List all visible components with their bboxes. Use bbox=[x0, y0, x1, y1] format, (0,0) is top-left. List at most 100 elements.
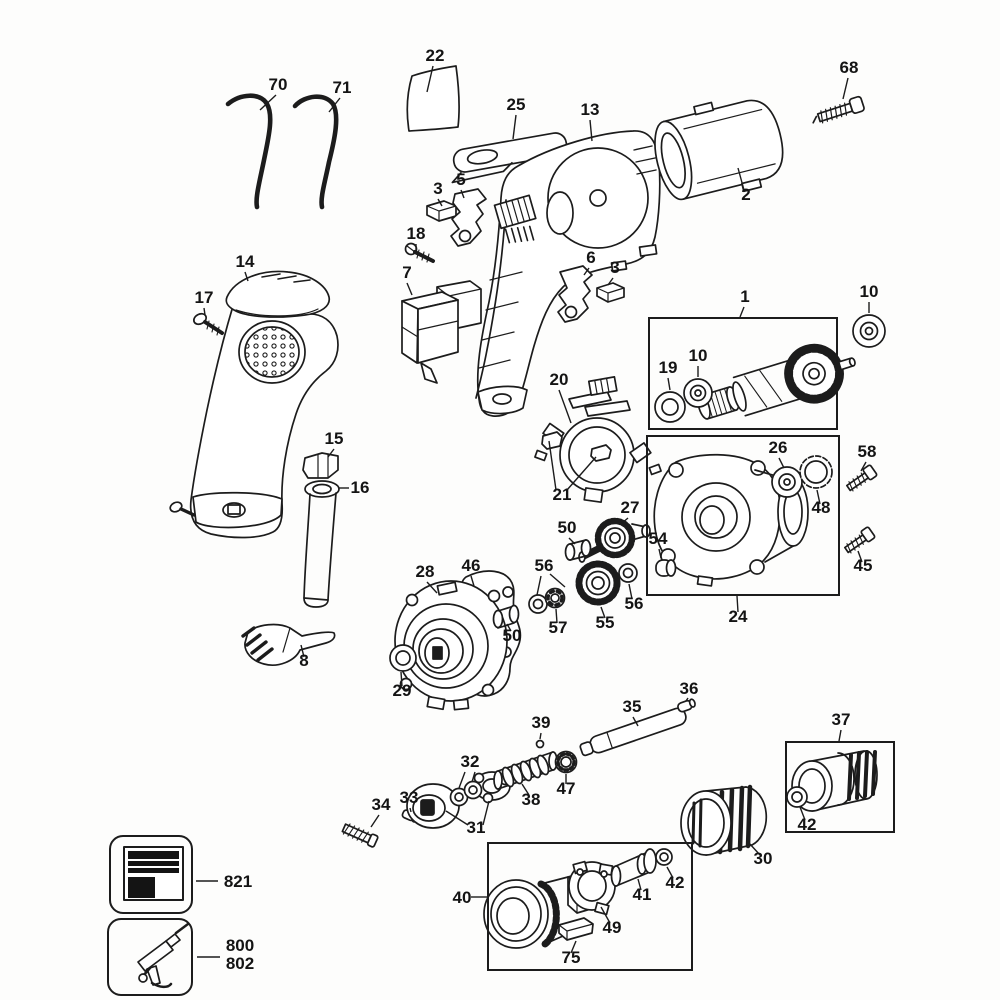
part-30-collar-figure bbox=[680, 784, 768, 856]
part-label-75: 75 bbox=[562, 948, 581, 967]
part-label-3: 3 bbox=[433, 179, 442, 198]
leader-line bbox=[667, 377, 671, 391]
part-label-58: 58 bbox=[858, 442, 877, 461]
part-label-68: 68 bbox=[840, 58, 859, 77]
part-70-wire-figure bbox=[225, 93, 273, 210]
leader-line bbox=[589, 119, 593, 142]
part-7-switch-figure bbox=[401, 280, 482, 384]
leader-line bbox=[607, 277, 614, 286]
part-32-orings-figure bbox=[449, 780, 483, 807]
leader-line bbox=[458, 771, 466, 789]
leader-line bbox=[685, 697, 689, 702]
part-label-35: 35 bbox=[623, 697, 642, 716]
part-label-7: 7 bbox=[402, 263, 411, 282]
leader-line bbox=[437, 198, 443, 207]
part-label-45: 45 bbox=[854, 556, 873, 575]
part-54-cap-figure bbox=[655, 559, 677, 577]
part-49-carrier-figure bbox=[568, 860, 616, 916]
part-label-41: 41 bbox=[633, 885, 652, 904]
leader-line bbox=[739, 306, 745, 318]
part-75-detent-figure bbox=[558, 917, 594, 941]
leader-line bbox=[426, 65, 434, 93]
part-label-802: 802 bbox=[226, 954, 254, 973]
leader-line bbox=[409, 807, 412, 813]
part-label-6: 6 bbox=[586, 248, 595, 267]
part-40-nosecone-figure bbox=[483, 870, 602, 949]
leader-line bbox=[632, 716, 639, 727]
part-2-stator-figure bbox=[654, 99, 784, 201]
part-label-29: 29 bbox=[393, 681, 412, 700]
part-26-bearing-figure bbox=[771, 466, 803, 498]
part-label-15: 15 bbox=[325, 429, 344, 448]
leader-line bbox=[548, 440, 557, 491]
part-6-bracket-figure bbox=[557, 265, 593, 323]
part-36-pin-figure bbox=[677, 698, 696, 713]
part-label-48: 48 bbox=[812, 498, 831, 517]
leader-line bbox=[370, 814, 380, 828]
part-42-oring-lower-figure bbox=[655, 848, 673, 866]
part-label-56: 56 bbox=[535, 556, 554, 575]
part-label-8: 8 bbox=[299, 651, 308, 670]
part-label-1: 1 bbox=[740, 287, 749, 306]
part-47-nut-figure bbox=[554, 750, 578, 774]
part-label-3: 3 bbox=[610, 258, 619, 277]
leader-line bbox=[666, 866, 674, 879]
leader-line bbox=[406, 282, 413, 296]
part-14-handle-figure bbox=[169, 270, 339, 539]
leader-line bbox=[566, 456, 597, 491]
part-16-cord-protector-figure bbox=[303, 480, 340, 608]
leader-line bbox=[555, 608, 558, 624]
part-label-50: 50 bbox=[558, 518, 577, 537]
leader-line bbox=[600, 606, 606, 619]
part-label-21: 21 bbox=[553, 485, 572, 504]
part-label-5: 5 bbox=[456, 170, 465, 189]
leader-line bbox=[244, 271, 249, 282]
leader-line bbox=[512, 114, 517, 140]
group-box-24 bbox=[646, 435, 840, 596]
part-label-16: 16 bbox=[351, 478, 370, 497]
part-41-cylinder-figure bbox=[610, 848, 657, 887]
leader-line bbox=[203, 307, 206, 316]
leader-line bbox=[558, 389, 572, 424]
part-38-spindle-figure bbox=[493, 751, 558, 790]
leader-line bbox=[536, 575, 542, 596]
leader-line bbox=[570, 940, 577, 954]
group-box-40 bbox=[487, 842, 693, 971]
leader-line bbox=[838, 729, 842, 742]
part-label-30: 30 bbox=[754, 849, 773, 868]
part-label-47: 47 bbox=[557, 779, 576, 798]
leader-line bbox=[482, 800, 490, 826]
part-label-800: 800 bbox=[226, 936, 254, 955]
part-29-washer-figure bbox=[389, 644, 417, 672]
leader-line bbox=[799, 806, 806, 821]
part-57-locknut-figure bbox=[544, 587, 566, 609]
part-label-55: 55 bbox=[596, 613, 615, 632]
part-56-washer-right-figure bbox=[618, 563, 638, 583]
leader-line bbox=[737, 167, 745, 191]
leader-line bbox=[521, 783, 530, 796]
part-28-clutch-housing-figure bbox=[394, 580, 508, 711]
part-label-25: 25 bbox=[507, 95, 526, 114]
leader-line bbox=[426, 581, 438, 594]
part-821-label-card-figure bbox=[123, 846, 184, 901]
leader-line bbox=[568, 537, 576, 545]
part-48-wave-ring-figure bbox=[799, 455, 833, 489]
part-37-nosepiece-figure bbox=[786, 750, 878, 812]
part-label-24: 24 bbox=[729, 607, 748, 626]
part-19-washer-figure bbox=[654, 391, 686, 423]
part-label-2: 2 bbox=[741, 185, 750, 204]
part-10-bearing-figure bbox=[852, 314, 886, 348]
part-18-screw-figure bbox=[404, 242, 435, 263]
part-label-70: 70 bbox=[269, 75, 288, 94]
part-50-sleeve-lower-figure bbox=[492, 604, 520, 629]
part-22-label-sheet-figure bbox=[406, 65, 460, 132]
leader-line bbox=[658, 548, 662, 559]
part-label-28: 28 bbox=[416, 562, 435, 581]
part-10-bearing-inner-figure bbox=[683, 378, 713, 408]
leader-line bbox=[328, 97, 341, 113]
leader-line bbox=[842, 77, 849, 100]
leader-line bbox=[506, 623, 512, 632]
part-27-gear-figure bbox=[578, 517, 651, 563]
part-8-cord-figure bbox=[241, 623, 336, 666]
